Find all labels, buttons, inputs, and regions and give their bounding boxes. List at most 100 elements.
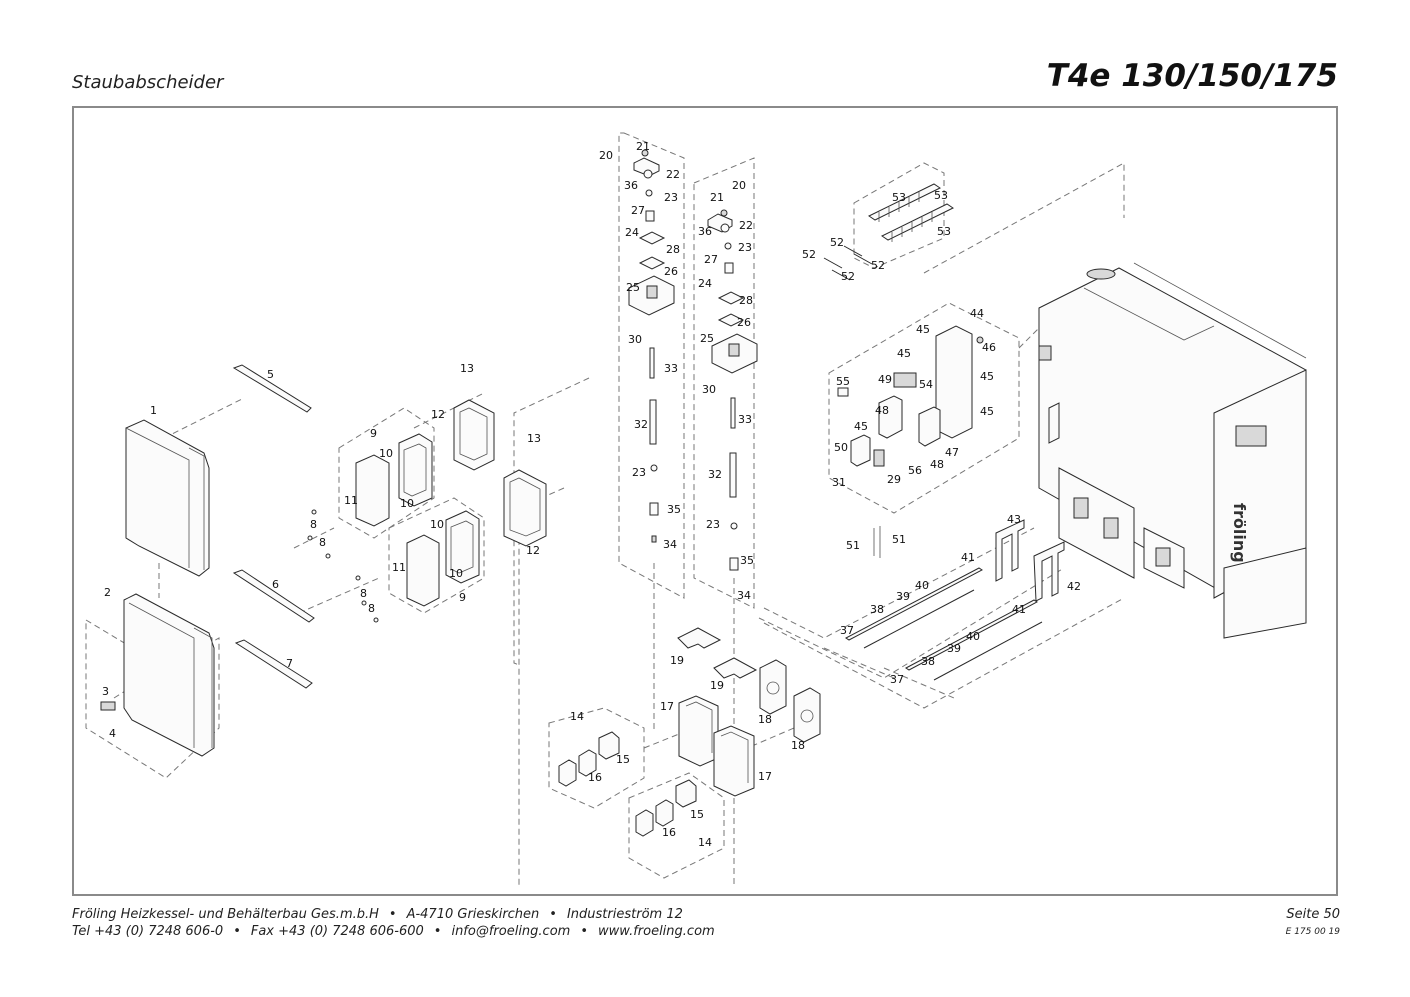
part-number-label: 55 bbox=[836, 375, 850, 388]
part-number-label: 20 bbox=[732, 179, 746, 192]
part-number-label: 8 bbox=[319, 536, 326, 549]
part-number-label: 23 bbox=[664, 191, 678, 204]
part-44-electronics-panel bbox=[837, 325, 984, 558]
email-address: info@froeling.com bbox=[451, 924, 571, 939]
part-number-label: 48 bbox=[875, 404, 889, 417]
part-number-label: 52 bbox=[830, 236, 844, 249]
part-number-label: 18 bbox=[758, 713, 772, 726]
company-address: A-4710 Grieskirchen bbox=[406, 907, 540, 922]
part-number-label: 47 bbox=[945, 446, 959, 459]
company-street: Industrieström 12 bbox=[566, 907, 683, 922]
part-number-label: 37 bbox=[890, 673, 904, 686]
part-number-label: 53 bbox=[937, 225, 951, 238]
part-12-frames bbox=[453, 399, 547, 547]
part-number-label: 42 bbox=[1067, 580, 1081, 593]
part-number-label: 25 bbox=[700, 332, 714, 345]
part-number-label: 24 bbox=[625, 226, 639, 239]
part-number-label: 33 bbox=[738, 413, 752, 426]
part-number-label: 48 bbox=[930, 458, 944, 471]
part-number-label: 24 bbox=[698, 277, 712, 290]
part-number-label: 22 bbox=[739, 219, 753, 232]
part-number-label: 27 bbox=[631, 204, 645, 217]
part-number-label: 8 bbox=[360, 587, 367, 600]
part-number-label: 26 bbox=[737, 316, 751, 329]
part-52-pins bbox=[823, 245, 873, 281]
rods-37-41 bbox=[845, 567, 1043, 681]
part-number-label: 30 bbox=[702, 383, 716, 396]
part-labels: 1 2 3 4 5 6 7 8 8 8 8 9 9 10 10 10 10 11… bbox=[102, 140, 1081, 849]
part-number-label: 21 bbox=[710, 191, 724, 204]
part-number-label: 30 bbox=[628, 333, 642, 346]
part-number-label: 11 bbox=[392, 561, 406, 574]
part-number-label: 44 bbox=[970, 307, 984, 320]
rails-5-6-7 bbox=[232, 364, 315, 689]
part-number-label: 16 bbox=[662, 826, 676, 839]
part-number-label: 38 bbox=[870, 603, 884, 616]
part-number-label: 7 bbox=[286, 657, 293, 670]
part-number-label: 19 bbox=[670, 654, 684, 667]
brand-logo: fröling bbox=[1230, 503, 1249, 563]
part-number-label: 20 bbox=[599, 149, 613, 162]
plates-10-11 bbox=[355, 433, 480, 607]
part-number-label: 29 bbox=[887, 473, 901, 486]
part-number-label: 17 bbox=[660, 700, 674, 713]
part-number-label: 9 bbox=[370, 427, 377, 440]
part-number-label: 39 bbox=[947, 642, 961, 655]
part-number-label: 32 bbox=[708, 468, 722, 481]
part-number-label: 51 bbox=[846, 539, 860, 552]
part-number-label: 5 bbox=[267, 368, 274, 381]
part-number-label: 22 bbox=[666, 168, 680, 181]
document-number: E 175 00 19 bbox=[1285, 927, 1340, 937]
part-number-label: 23 bbox=[632, 466, 646, 479]
part-number-label: 25 bbox=[626, 281, 640, 294]
part-number-label: 28 bbox=[739, 294, 753, 307]
part-number-label: 9 bbox=[459, 591, 466, 604]
part-number-label: 6 bbox=[272, 578, 279, 591]
part-number-label: 17 bbox=[758, 770, 772, 783]
part-number-label: 15 bbox=[690, 808, 704, 821]
model-title: T4e 130/150/175 bbox=[1046, 58, 1338, 94]
part-number-label: 11 bbox=[344, 494, 358, 507]
part-number-label: 53 bbox=[934, 189, 948, 202]
part-42-43-supports bbox=[995, 519, 1065, 602]
part-number-label: 33 bbox=[664, 362, 678, 375]
part-number-label: 8 bbox=[368, 602, 375, 615]
part-number-label: 15 bbox=[616, 753, 630, 766]
control-display bbox=[1235, 425, 1267, 447]
part-49-relay bbox=[893, 372, 917, 388]
part-number-label: 39 bbox=[896, 590, 910, 603]
part-number-label: 10 bbox=[379, 447, 393, 460]
part-number-label: 27 bbox=[704, 253, 718, 266]
part-number-label: 14 bbox=[570, 710, 584, 723]
part-number-label: 12 bbox=[431, 408, 445, 421]
part-number-label: 18 bbox=[791, 739, 805, 752]
part-number-label: 37 bbox=[840, 624, 854, 637]
part-number-label: 38 bbox=[921, 655, 935, 668]
part-number-label: 10 bbox=[400, 497, 414, 510]
part-14-15-16-brackets bbox=[558, 731, 697, 837]
part-number-label: 34 bbox=[663, 538, 677, 551]
boiler-unit: fröling bbox=[1038, 262, 1307, 639]
part-number-label: 52 bbox=[841, 270, 855, 283]
screws-8 bbox=[307, 509, 379, 623]
part-number-label: 16 bbox=[588, 771, 602, 784]
part-number-label: 45 bbox=[854, 420, 868, 433]
part-number-label: 49 bbox=[878, 373, 892, 386]
part-number-label: 43 bbox=[1007, 513, 1021, 526]
page-number: Seite 50 bbox=[1286, 907, 1340, 922]
part-number-label: 36 bbox=[698, 225, 712, 238]
part-number-label: 31 bbox=[832, 476, 846, 489]
part-number-label: 4 bbox=[109, 727, 116, 740]
part-number-label: 23 bbox=[706, 518, 720, 531]
leader-lines bbox=[85, 132, 1125, 888]
drawing-canvas: fröling 1 2 3 4 5 6 7 8 8 8 8 9 9 10 10 … bbox=[85, 132, 1307, 888]
part-number-label: 12 bbox=[526, 544, 540, 557]
part-number-label: 34 bbox=[737, 589, 751, 602]
part-number-label: 28 bbox=[666, 243, 680, 256]
part-number-label: 45 bbox=[916, 323, 930, 336]
part-2-cover-lower bbox=[100, 593, 215, 757]
phone-number: Tel +43 (0) 7248 606-0 bbox=[72, 924, 224, 939]
part-number-label: 2 bbox=[104, 586, 111, 599]
part-number-label: 45 bbox=[980, 370, 994, 383]
part-17-boxes bbox=[678, 695, 755, 797]
